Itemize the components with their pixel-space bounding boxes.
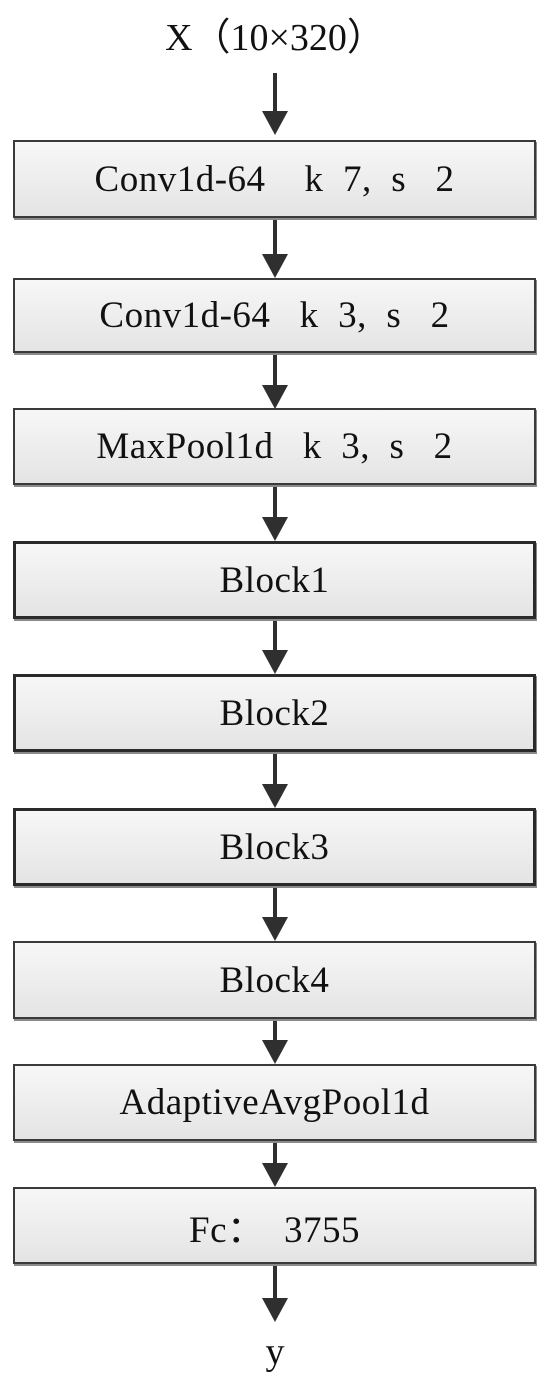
arrow-block1-to-block2 (262, 621, 288, 674)
arrow-input-to-conv1 (262, 73, 288, 135)
layer-fc: Fc： 3755 (13, 1187, 536, 1264)
layer-block3-label: Block3 (219, 826, 330, 868)
layer-block1-label: Block1 (219, 559, 330, 601)
layer-block4: Block4 (13, 941, 536, 1019)
output-label: y (265, 1331, 285, 1373)
arrow-block2-to-block3 (262, 754, 288, 808)
layer-conv1d-k3-label: Conv1d-64 k 3, s 2 (99, 295, 450, 336)
layer-maxpool1d: MaxPool1d k 3, s 2 (13, 408, 536, 485)
arrow-block4-to-avgpool (262, 1021, 288, 1064)
layer-maxpool1d-label: MaxPool1d k 3, s 2 (96, 426, 453, 467)
arrow-maxpool-to-block1 (262, 487, 288, 541)
layer-conv1d-k3: Conv1d-64 k 3, s 2 (13, 278, 536, 353)
layer-block4-label: Block4 (219, 959, 330, 1001)
layer-block3: Block3 (13, 808, 536, 886)
layer-conv1d-k7-label: Conv1d-64 k 7, s 2 (94, 158, 455, 200)
layer-adaptive-avgpool1d: AdaptiveAvgPool1d (13, 1064, 536, 1141)
arrow-conv1-to-conv2 (262, 220, 288, 278)
arrow-fc-to-output (262, 1266, 288, 1322)
layer-conv1d-k7: Conv1d-64 k 7, s 2 (13, 140, 536, 218)
layer-block2-label: Block2 (219, 692, 330, 734)
layer-block2: Block2 (13, 674, 536, 752)
arrow-block3-to-block4 (262, 888, 288, 941)
layer-block1: Block1 (13, 541, 536, 619)
layer-adaptive-avgpool1d-label: AdaptiveAvgPool1d (119, 1082, 430, 1123)
layer-fc-label: Fc： 3755 (189, 1209, 360, 1251)
arrow-avgpool-to-fc (262, 1143, 288, 1187)
arrow-conv2-to-maxpool (262, 355, 288, 409)
input-label: X（10×320） (165, 17, 385, 59)
